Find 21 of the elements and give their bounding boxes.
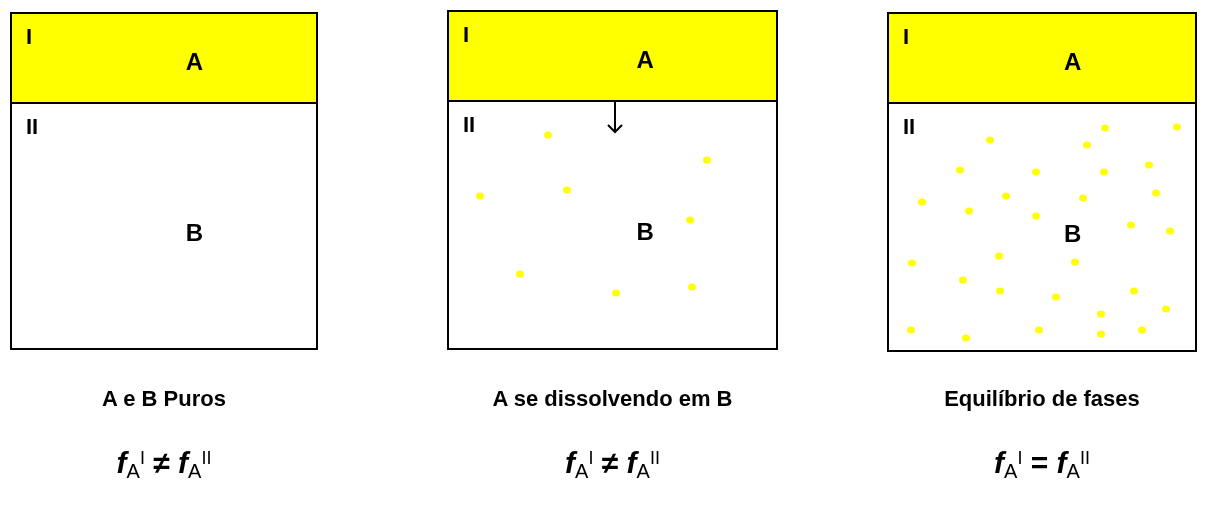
substance-label: A	[185, 50, 204, 75]
container-box	[447, 10, 778, 350]
phase-label: I	[903, 26, 910, 48]
panel-label: A e B Puros	[102, 385, 226, 413]
substance-label: B	[185, 221, 204, 246]
phase-band	[12, 14, 316, 104]
phase-band	[889, 14, 1195, 104]
substance-label: A	[1063, 50, 1082, 75]
phase-label: I	[463, 24, 470, 46]
phase-label: II	[463, 114, 476, 136]
substance-label: A	[636, 48, 654, 73]
phase-label: I	[26, 26, 33, 48]
substance-label: B	[1063, 222, 1082, 247]
phase-band	[449, 12, 776, 102]
phase-label: II	[903, 116, 916, 138]
container-box	[10, 12, 318, 350]
container-box	[887, 12, 1197, 352]
panel-label: A se dissolvendo em B	[492, 385, 733, 413]
substance-label: B	[636, 220, 654, 245]
phase-label: II	[26, 116, 39, 138]
panel-label: Equilíbrio de fases	[944, 385, 1140, 413]
